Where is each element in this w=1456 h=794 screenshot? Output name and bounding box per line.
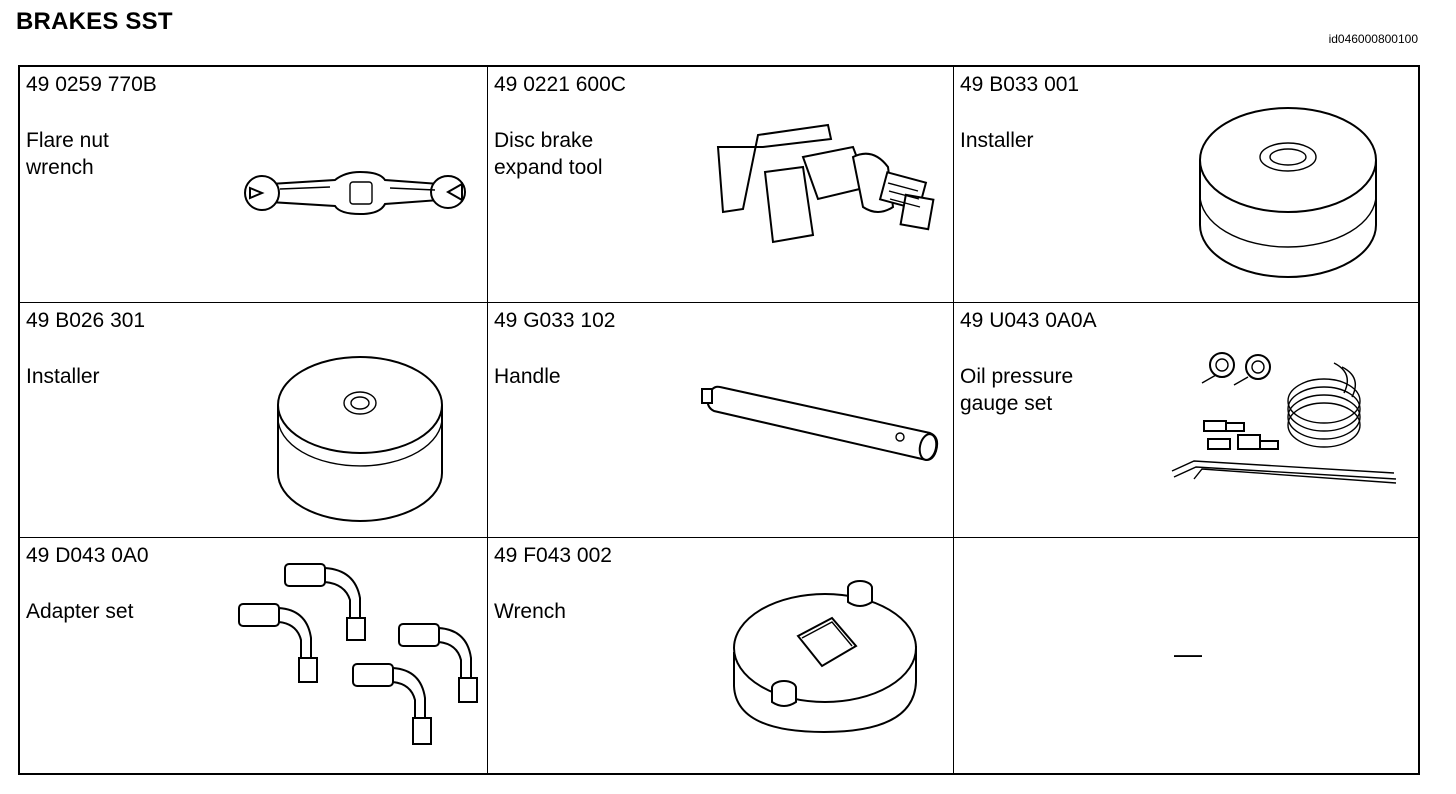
tool-cell-empty: —	[954, 538, 1418, 773]
part-number: 49 B026 301	[26, 309, 146, 332]
handle-icon	[701, 385, 939, 461]
tool-name: Wrench	[494, 600, 566, 623]
tool-cell: 49 F043 002 Wrench	[488, 538, 954, 773]
part-number: 49 F043 002	[494, 544, 612, 567]
flare-nut-wrench-icon	[244, 170, 466, 216]
part-number: 49 0221 600C	[494, 73, 626, 96]
installer-icon	[1199, 107, 1377, 278]
document-id: id046000800100	[1328, 32, 1418, 46]
part-number: 49 U043 0A0A	[960, 309, 1097, 332]
tool-cell: 49 B033 001 Installer	[954, 67, 1418, 303]
wrench-icon	[733, 580, 917, 734]
tool-cell: 49 0259 770B Flare nut wrench	[20, 67, 488, 303]
tool-name: Installer	[26, 365, 100, 388]
tool-name: Adapter set	[26, 600, 134, 623]
disc-brake-expand-tool-icon	[716, 123, 935, 244]
part-number: 49 0259 770B	[26, 73, 157, 96]
oil-pressure-gauge-set-icon	[1171, 352, 1397, 484]
tool-name: Handle	[494, 365, 561, 388]
tool-name: Oil pressure gauge set	[960, 365, 1074, 415]
tool-name: Installer	[960, 129, 1034, 152]
tool-cell: 49 B026 301 Installer	[20, 303, 488, 538]
tool-table: 49 0259 770B Flare nut wrench 49 0221 60…	[18, 65, 1420, 775]
part-number: 49 D043 0A0	[26, 544, 149, 567]
tool-cell: 49 G033 102 Handle	[488, 303, 954, 538]
tool-cell: 49 0221 600C Disc brake expand tool	[488, 67, 954, 303]
tool-cell: 49 U043 0A0A Oil pressure gauge set	[954, 303, 1418, 538]
installer-icon	[277, 356, 443, 522]
tool-cell: 49 D043 0A0 Adapter set	[20, 538, 488, 773]
tool-name: Flare nut wrench	[26, 129, 109, 179]
part-number: 49 B033 001	[960, 73, 1080, 96]
adapter-set-icon	[238, 563, 478, 745]
tool-name: Disc brake expand tool	[494, 129, 603, 179]
part-number: 49 G033 102	[494, 309, 616, 332]
page-title: BRAKES SST	[16, 8, 173, 35]
empty-mark: —	[1174, 638, 1202, 669]
